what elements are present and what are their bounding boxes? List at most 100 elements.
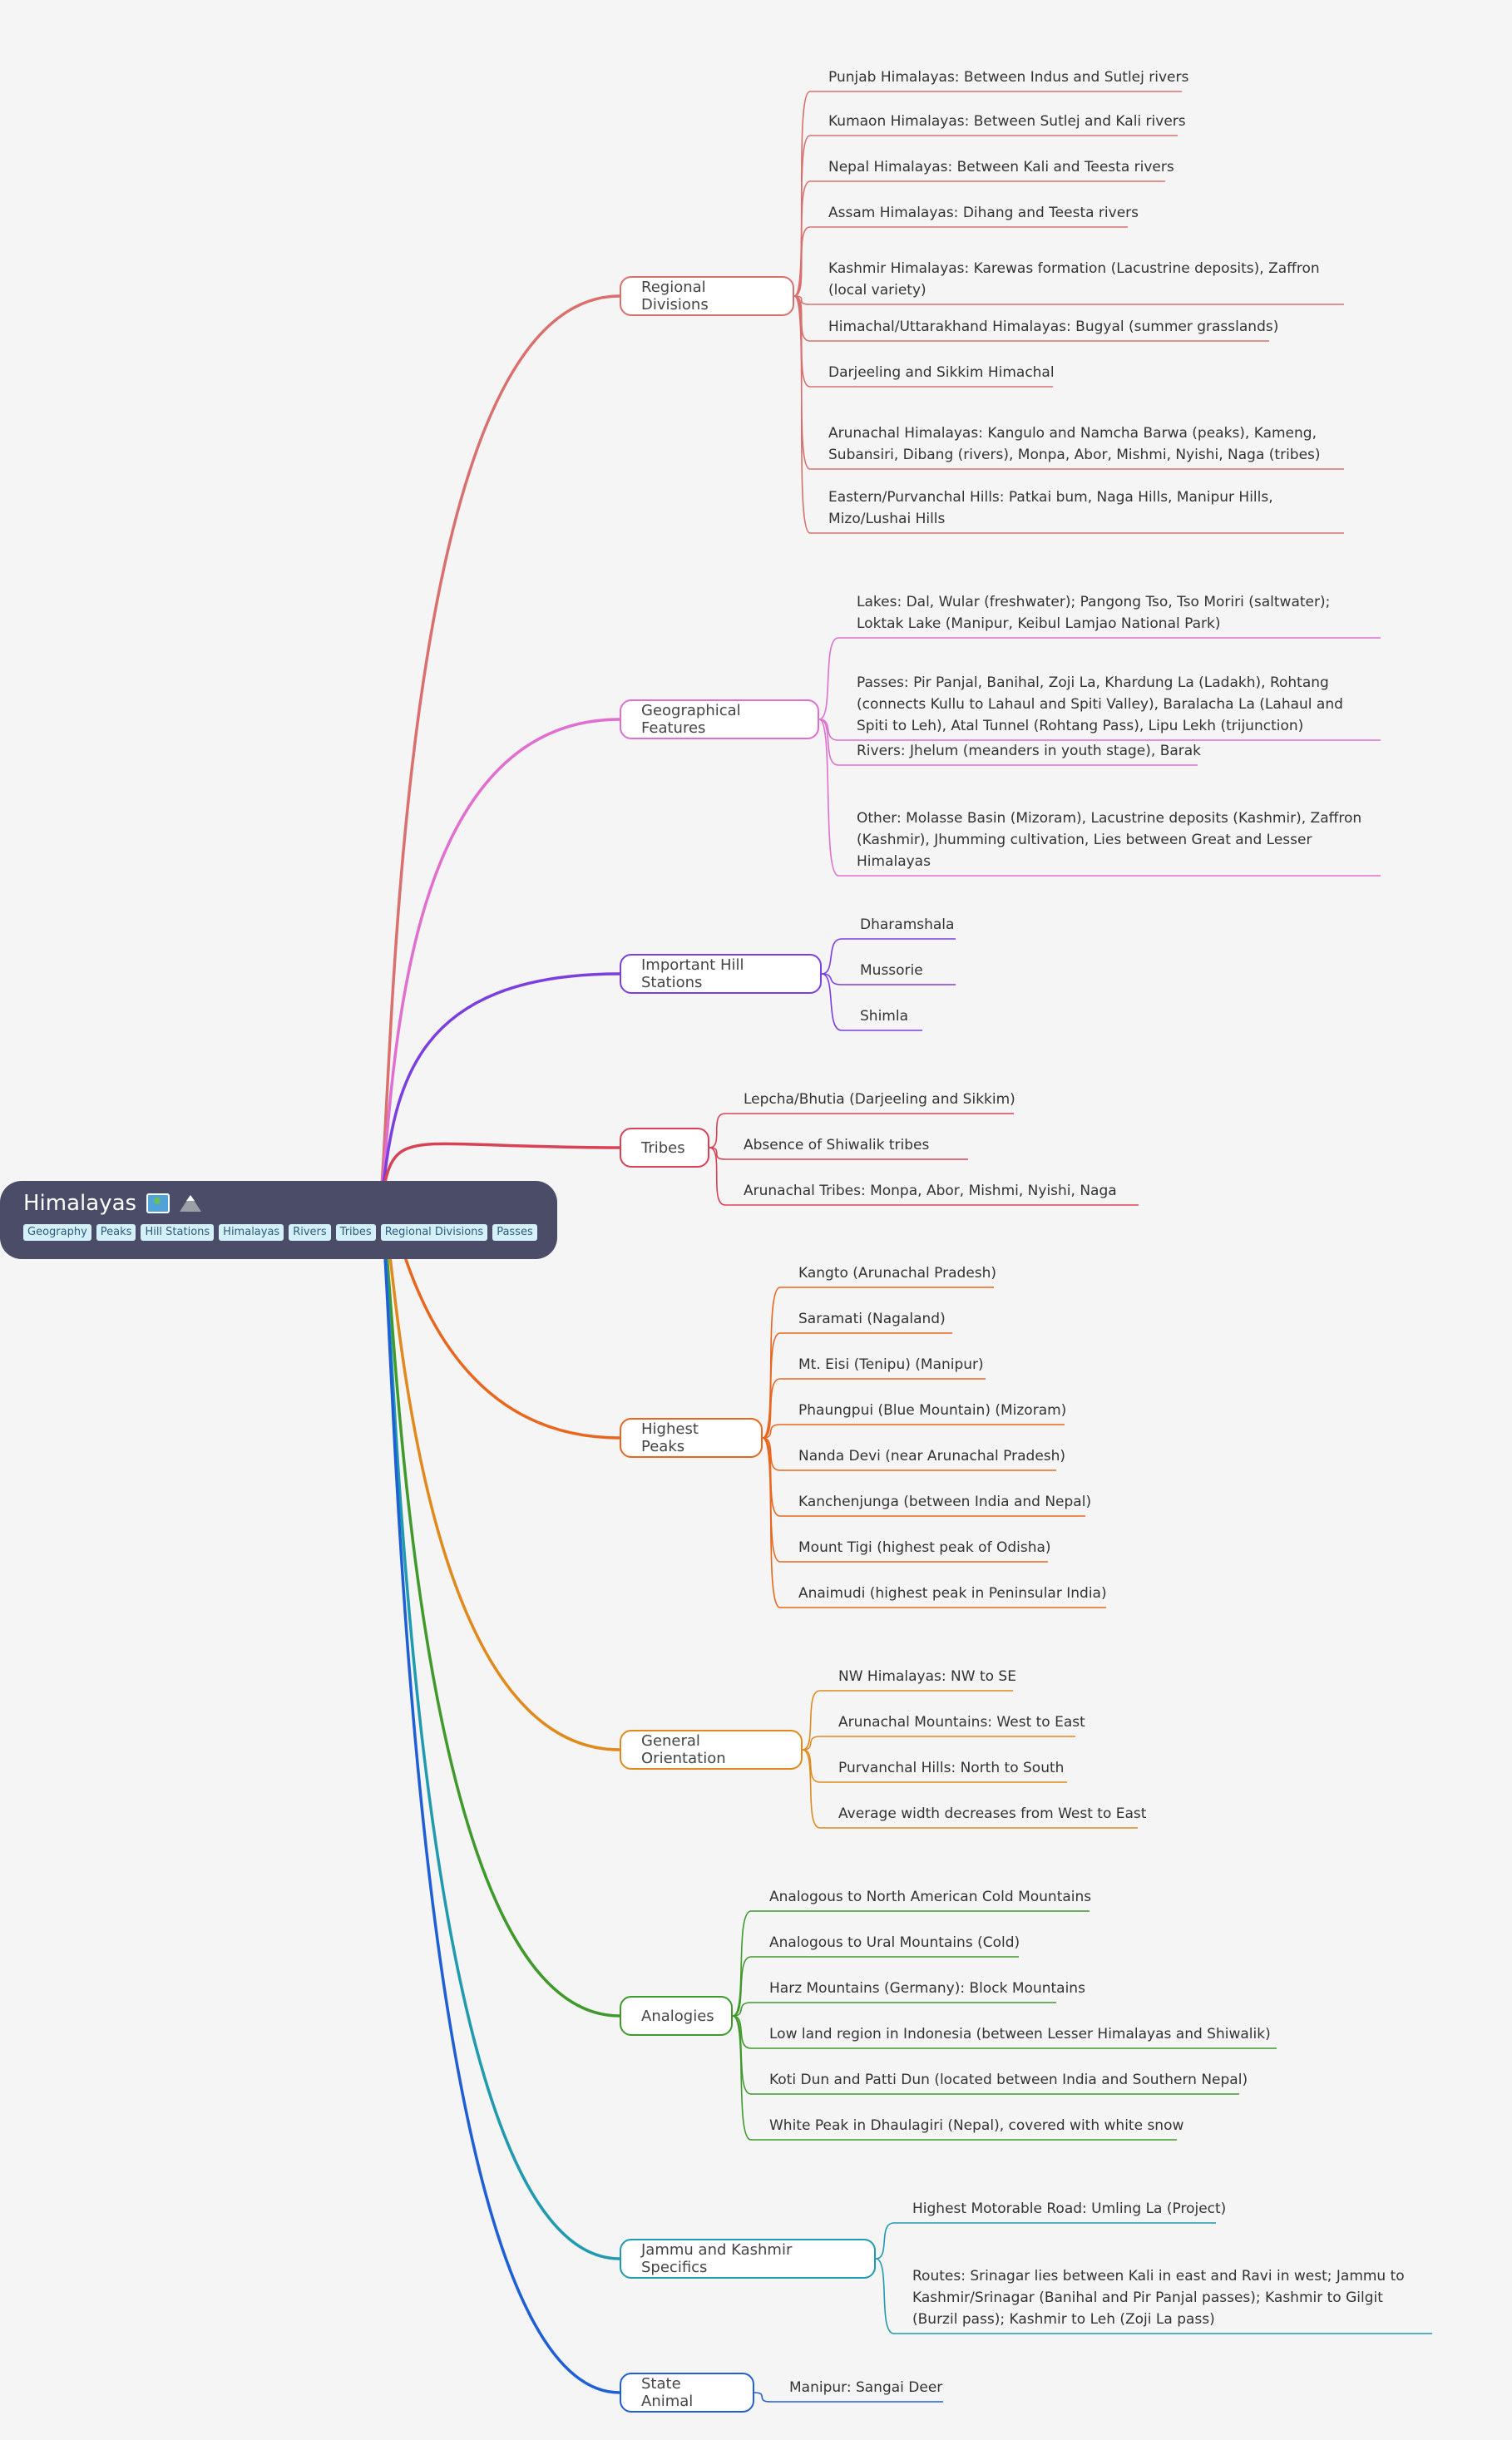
leaf-connector [818, 637, 1381, 720]
branch-node-important-hill-stations[interactable]: Important Hill Stations [620, 954, 822, 994]
leaf-node[interactable]: Darjeeling and Sikkim Himachal [828, 364, 1055, 381]
tag[interactable]: Tribes [335, 1224, 376, 1241]
leaf-node[interactable]: Arunachal Mountains: West to East [838, 1714, 1085, 1731]
leaf-node[interactable]: Harz Mountains (Germany): Block Mountain… [769, 1980, 1085, 1997]
branch-connector [377, 718, 620, 1219]
leaf-node[interactable]: Dharamshala [860, 916, 955, 933]
branch-node-general-orientation[interactable]: General Orientation [620, 1730, 803, 1770]
branch-connector [377, 1208, 620, 2018]
leaf-connector [762, 1437, 1056, 1471]
leaf-node[interactable]: Nepal Himalayas: Between Kali and Teesta… [828, 159, 1174, 175]
leaf-node[interactable]: Purvanchal Hills: North to South [838, 1760, 1065, 1776]
leaf-connector [709, 1113, 1014, 1148]
leaf-node[interactable]: Kangto (Arunachal Pradesh) [798, 1265, 997, 1282]
world-map-icon [146, 1193, 170, 1213]
branch-connector [377, 972, 620, 1219]
leaf-connector [762, 1378, 986, 1439]
leaf-connector [732, 1956, 1019, 2017]
branch-connector [377, 294, 620, 1219]
leaf-connector [802, 1736, 1075, 1751]
branch-node-tribes[interactable]: Tribes [620, 1128, 709, 1168]
tag[interactable]: Rivers [289, 1224, 331, 1241]
leaf-node[interactable]: White Peak in Dhaulagiri (Nepal), covere… [769, 2117, 1184, 2134]
leaf-node[interactable]: Phaungpui (Blue Mountain) (Mizoram) [798, 1402, 1067, 1419]
branch-label: State Animal [641, 2375, 694, 2410]
leaf-node[interactable]: Routes: Srinagar lies between Kali in ea… [912, 2268, 1405, 2328]
branch-label: Regional Divisions [641, 279, 709, 314]
leaf-connector [793, 295, 1344, 534]
leaf-node[interactable]: Arunachal Himalayas: Kangulo and Namcha … [828, 425, 1321, 463]
leaf-node[interactable]: Himachal/Uttarakhand Himalayas: Bugyal (… [828, 319, 1279, 335]
leaf-connector [875, 2222, 1216, 2260]
leaf-connector [732, 1910, 1090, 2017]
branch-label: Geographical Features [641, 702, 741, 737]
tag[interactable]: Peaks [96, 1224, 136, 1241]
leaf-node[interactable]: Mt. Eisi (Tenipu) (Manipur) [798, 1356, 984, 1373]
leaf-connector [762, 1332, 952, 1439]
leaf-node[interactable]: Other: Molasse Basin (Mizoram), Lacustri… [857, 810, 1362, 870]
leaf-node[interactable]: Punjab Himalayas: Between Indus and Sutl… [828, 69, 1189, 86]
leaf-node[interactable]: Eastern/Purvanchal Hills: Patkai bum, Na… [828, 489, 1273, 527]
branch-node-state-animal[interactable]: State Animal [620, 2373, 754, 2413]
leaf-connector [709, 1147, 1139, 1206]
tag[interactable]: Hill Stations [141, 1224, 215, 1241]
leaf-connector [793, 180, 1165, 297]
leaf-connector [802, 1749, 1138, 1829]
leaf-connector [732, 2015, 1277, 2049]
tag[interactable]: Himalayas [219, 1224, 284, 1241]
leaf-node[interactable]: Kanchenjunga (between India and Nepal) [798, 1494, 1092, 1510]
tag[interactable]: Regional Divisions [380, 1224, 488, 1241]
leaf-connector [875, 2258, 1432, 2334]
leaf-node[interactable]: Highest Motorable Road: Umling La (Proje… [912, 2200, 1227, 2217]
leaf-node[interactable]: Lepcha/Bhutia (Darjeeling and Sikkim) [744, 1091, 1015, 1108]
leaf-node[interactable]: Lakes: Dal, Wular (freshwater); Pangong … [857, 594, 1331, 632]
leaf-node[interactable]: Passes: Pir Panjal, Banihal, Zoji La, Kh… [857, 674, 1343, 734]
leaf-node[interactable]: Mount Tigi (highest peak of Odisha) [798, 1539, 1051, 1556]
leaf-node[interactable]: Nanda Devi (near Arunachal Pradesh) [798, 1448, 1066, 1464]
branch-label: Jammu and Kashmir Specifics [641, 2241, 793, 2276]
leaf-connector [754, 2392, 943, 2403]
leaf-connector [793, 226, 1128, 297]
branch-label: Important Hill Stations [641, 956, 744, 991]
leaf-node[interactable]: Arunachal Tribes: Monpa, Abor, Mishmi, N… [744, 1183, 1117, 1199]
mountain-icon [180, 1195, 202, 1212]
tag[interactable]: Passes [492, 1224, 537, 1241]
leaf-connector [802, 1749, 1067, 1783]
leaf-node[interactable]: Shimla [860, 1008, 908, 1025]
branch-label: Tribes [641, 1139, 685, 1157]
leaf-node[interactable]: Kashmir Himalayas: Karewas formation (La… [828, 260, 1320, 299]
root-tags: Geography Peaks Hill Stations Himalayas … [23, 1224, 557, 1241]
leaf-node[interactable]: NW Himalayas: NW to SE [838, 1668, 1016, 1685]
branch-node-highest-peaks[interactable]: Highest Peaks [620, 1418, 763, 1458]
leaf-node[interactable]: Anaimudi (highest peak in Peninsular Ind… [798, 1585, 1107, 1602]
tag[interactable]: Geography [23, 1224, 91, 1241]
leaf-node[interactable]: Kumaon Himalayas: Between Sutlej and Kal… [828, 113, 1186, 130]
root-node[interactable]: Himalayas Geography Peaks Hill Stations … [0, 1181, 557, 1259]
leaf-node[interactable]: Analogous to North American Cold Mountai… [769, 1889, 1092, 1905]
leaf-connector [762, 1424, 1065, 1439]
leaf-node[interactable]: Manipur: Sangai Deer [789, 2379, 943, 2396]
leaf-node[interactable]: Absence of Shiwalik tribes [744, 1137, 930, 1153]
leaf-connector [802, 1690, 1013, 1751]
branch-node-analogies[interactable]: Analogies [620, 1996, 733, 2036]
leaf-connector [793, 295, 1344, 305]
leaf-node[interactable]: Assam Himalayas: Dihang and Teesta river… [828, 205, 1139, 221]
leaf-connector [821, 973, 922, 1031]
branch-node-jammu-and-kashmir-specifics[interactable]: Jammu and Kashmir Specifics [620, 2239, 876, 2279]
leaf-node[interactable]: Low land region in Indonesia (between Le… [769, 2026, 1271, 2042]
leaf-node[interactable]: Average width decreases from West to Eas… [838, 1805, 1147, 1822]
leaf-connector [709, 1147, 968, 1160]
leaf-node[interactable]: Analogous to Ural Mountains (Cold) [769, 1934, 1020, 1951]
leaf-connector [732, 2002, 1056, 2017]
leaf-node[interactable]: Koti Dun and Patti Dun (located between … [769, 2072, 1248, 2088]
leaf-node[interactable]: Saramati (Nagaland) [798, 1311, 946, 1327]
branch-node-geographical-features[interactable]: Geographical Features [620, 699, 819, 739]
leaf-connector [818, 719, 1381, 877]
leaf-connector [732, 2015, 1177, 2141]
leaf-node[interactable]: Rivers: Jhelum (meanders in youth stage)… [857, 743, 1202, 759]
leaf-node[interactable]: Mussorie [860, 962, 923, 979]
branch-node-regional-divisions[interactable]: Regional Divisions [620, 276, 794, 316]
branch-label: General Orientation [641, 1732, 726, 1767]
branch-label: Analogies [641, 2007, 714, 2025]
